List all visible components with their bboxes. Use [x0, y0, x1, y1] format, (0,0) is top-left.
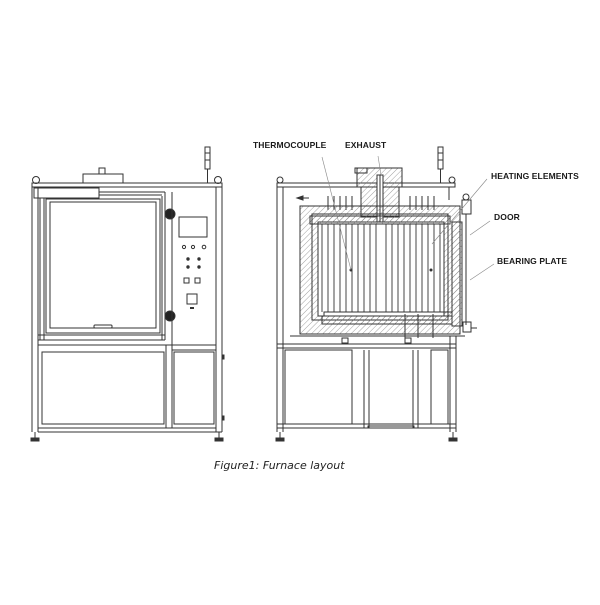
label-door: DOOR — [494, 212, 520, 222]
label-exhaust: EXHAUST — [345, 140, 387, 150]
section-view — [276, 147, 494, 441]
label-heating-elements: HEATING ELEMENTS — [491, 171, 579, 181]
figure-caption: Figure1: Furnace layout — [214, 459, 345, 472]
front-view — [31, 147, 224, 441]
label-bearing-plate: BEARING PLATE — [497, 256, 568, 266]
label-thermocouple: THERMOCOUPLE — [253, 140, 327, 150]
